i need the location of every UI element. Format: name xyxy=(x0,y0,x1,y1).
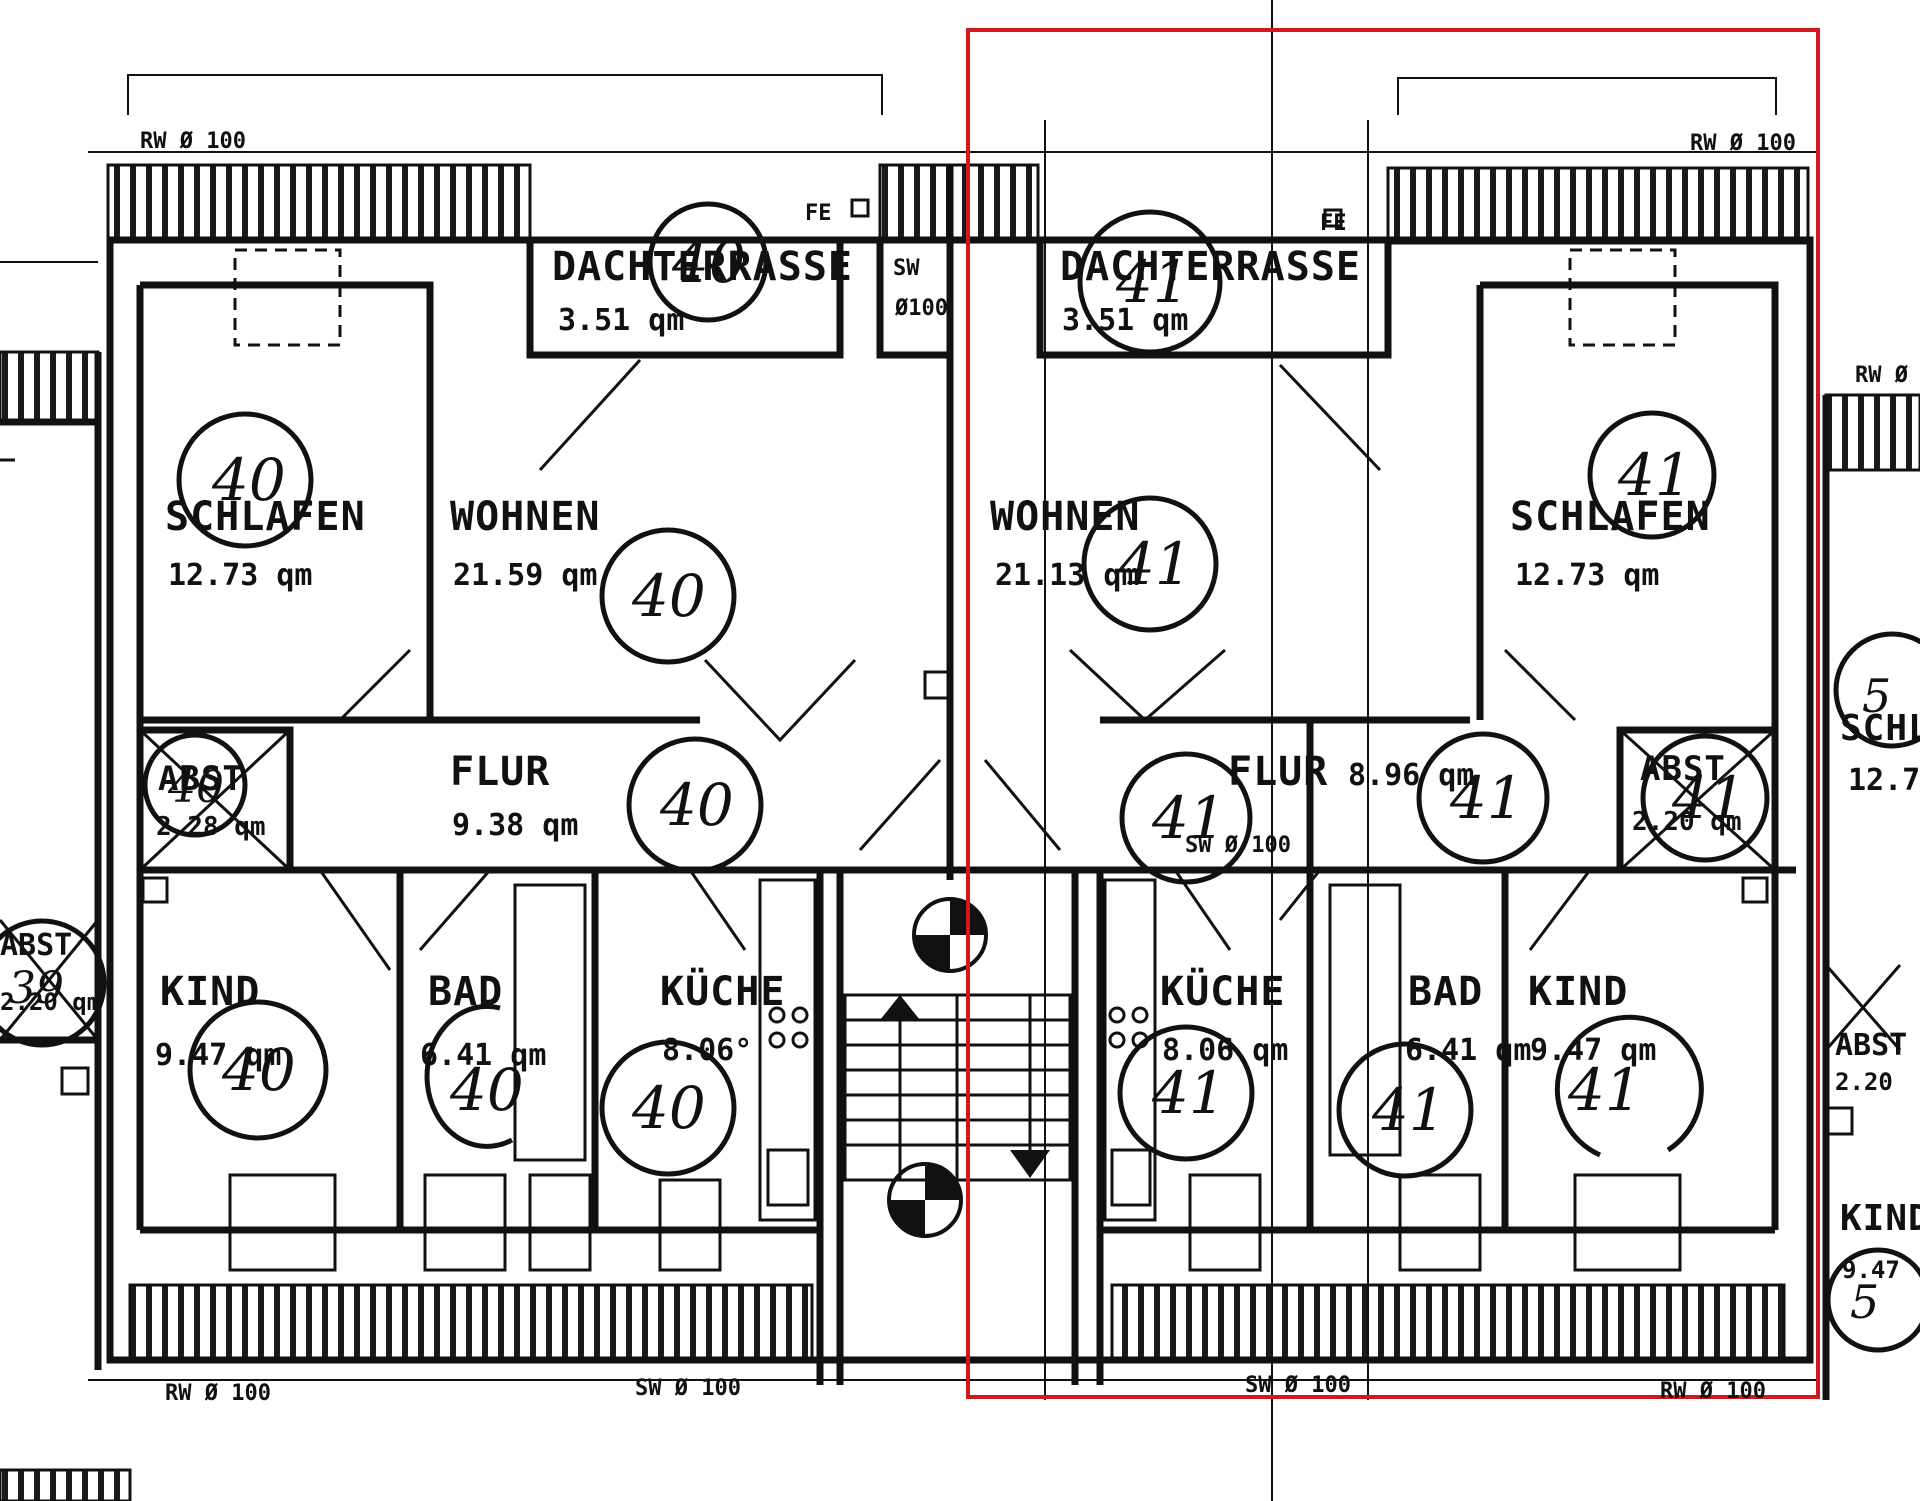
unit-marker-numbers: 40 40 40 40 40 40 40 40 41 41 41 41 41 4… xyxy=(8,228,1891,1329)
room-area-dachterrasse-right: 3.51 qm xyxy=(1062,303,1188,338)
room-name-wohnen-right: WOHNEN xyxy=(990,494,1141,540)
room-name-schlafen-left: SCHLAFEN xyxy=(165,494,366,540)
rw-top-right-label: RW Ø 100 xyxy=(1690,131,1796,156)
stair-arrows xyxy=(880,995,1050,1178)
room-area-kueche-right: 8.06 qm xyxy=(1162,1033,1288,1068)
fixtures xyxy=(0,198,1902,1272)
room-area-abst-right: 2.20 qm xyxy=(1632,807,1742,837)
right-unit-labels: DACHTERRASSE 3.51 qm WOHNEN 21.13 qm SCH… xyxy=(990,244,1742,1068)
marker-neighbor-right: 5 xyxy=(1862,669,1891,723)
room-name-kind-right: KIND xyxy=(1528,969,1628,1015)
room-area-flur-right: 8.96 qm xyxy=(1348,758,1474,793)
rw-right-edge-label: RW Ø xyxy=(1855,363,1909,388)
room-area-schlafen-left: 12.73 qm xyxy=(168,558,313,593)
room-area-dachterrasse-left: 3.51 qm xyxy=(558,303,684,338)
marker-right-bad: 41 xyxy=(1371,1076,1446,1144)
light-symbols xyxy=(887,897,988,1238)
room-area-wohnen-right: 21.13 qm xyxy=(995,558,1140,593)
marker-neighbor-right-2: 5 xyxy=(1850,1275,1879,1329)
rw-bottom-right-label: RW Ø 100 xyxy=(1660,1379,1766,1404)
room-name-wohnen-left: WOHNEN xyxy=(450,494,601,540)
neighbor-right-schlafen: SCHL xyxy=(1840,708,1920,749)
marker-right-flur-2: 41 xyxy=(1449,764,1524,832)
unit-markers xyxy=(0,201,1920,1353)
marker-right-abst: 41 xyxy=(1671,764,1746,832)
room-name-dachterrasse-right: DACHTERRASSE xyxy=(1060,244,1361,290)
pipe-labels: RW Ø 100 RW Ø 100 RW Ø SW Ø100 FE FE RW … xyxy=(140,129,1909,1406)
neighbor-left-abst: ABST xyxy=(0,928,72,963)
room-name-kueche-left: KÜCHE xyxy=(660,967,785,1015)
neighbor-right-schlafen-area: 12.73 xyxy=(1848,763,1920,798)
fe-right-label: FE xyxy=(1320,211,1347,236)
marker-left-schlafen: 40 xyxy=(211,446,286,514)
room-name-kind-left: KIND xyxy=(160,969,260,1015)
room-area-schlafen-right: 12.73 qm xyxy=(1515,558,1660,593)
room-area-kind-left: 9.47 qm xyxy=(155,1038,281,1073)
room-area-abst-left: 2.28 qm xyxy=(156,812,266,842)
room-name-bad-right: BAD xyxy=(1408,969,1483,1015)
parapet-hatching xyxy=(0,163,1920,1501)
neighbor-right-kind-area: 9.47 xyxy=(1842,1256,1900,1284)
neighbor-right-kind: KIND xyxy=(1840,1198,1920,1239)
marker-left-bad: 40 xyxy=(449,1056,524,1124)
rw-bottom-left-label: RW Ø 100 xyxy=(165,1381,271,1406)
neighbor-right-abst-area: 2.20 xyxy=(1835,1068,1893,1096)
fe-left-label: FE xyxy=(805,201,832,226)
sw-bottom-right-label: SW Ø 100 xyxy=(1245,1373,1351,1398)
door-swings xyxy=(0,358,1592,971)
marker-left-kueche: 40 xyxy=(631,1074,706,1142)
staircase xyxy=(843,993,1072,1182)
room-area-kind-right: 9.47 qm xyxy=(1530,1033,1656,1068)
neighbor-right-abst: ABST xyxy=(1835,1028,1907,1063)
room-name-flur-right: FLUR xyxy=(1228,749,1328,795)
dimension-lines xyxy=(0,0,1820,1501)
room-name-kueche-right: KÜCHE xyxy=(1160,967,1285,1015)
room-name-bad-left: BAD xyxy=(428,969,503,1015)
room-area-bad-right: 6.41 qm xyxy=(1405,1033,1531,1068)
rw-top-left-label: RW Ø 100 xyxy=(140,129,246,154)
room-name-dachterrasse-left: DACHTERRASSE xyxy=(552,244,853,290)
marker-neighbor-left: 39 xyxy=(8,963,64,1014)
neighbor-labels: ABST 2.20 qm SCHL 12.73 ABST 2.20 KIND 9… xyxy=(0,708,1920,1284)
marker-right-schlafen: 41 xyxy=(1617,441,1692,509)
room-name-abst-left: ABST xyxy=(158,759,244,799)
neighbor-left-abst-area: 2.20 qm xyxy=(0,988,101,1016)
marker-right-wohnen: 41 xyxy=(1117,530,1192,598)
marker-left-terrace: 40 xyxy=(671,228,746,296)
room-area-flur-left: 9.38 qm xyxy=(452,808,578,843)
room-name-abst-right: ABST xyxy=(1640,749,1726,789)
marker-left-abst: 40 xyxy=(167,762,224,813)
marker-left-flur: 40 xyxy=(659,771,734,839)
sw-top-label: SW xyxy=(893,256,920,281)
marker-left-kind: 40 xyxy=(221,1036,296,1104)
room-area-bad-left: 6.41 qm xyxy=(420,1038,546,1073)
marker-right-kueche: 41 xyxy=(1151,1059,1226,1127)
highlight-frame xyxy=(966,28,1820,1399)
room-area-wohnen-left: 21.59 qm xyxy=(453,558,598,593)
room-area-kueche-left: 8.06° xyxy=(662,1033,752,1068)
left-unit-labels: DACHTERRASSE 3.51 qm SCHLAFEN 12.73 qm W… xyxy=(155,244,853,1073)
sw-flur-label: SW Ø 100 xyxy=(1185,833,1291,858)
marker-left-wohnen: 40 xyxy=(631,562,706,630)
room-name-flur-left: FLUR xyxy=(450,749,550,795)
sw-top-diameter: Ø100 xyxy=(894,296,948,321)
marker-right-flur: 41 xyxy=(1151,784,1226,852)
room-name-schlafen-right: SCHLAFEN xyxy=(1510,494,1711,540)
marker-right-terrace: 41 xyxy=(1115,248,1190,316)
sw-bottom-left-label: SW Ø 100 xyxy=(635,1376,741,1401)
marker-right-kind: 41 xyxy=(1567,1056,1642,1124)
